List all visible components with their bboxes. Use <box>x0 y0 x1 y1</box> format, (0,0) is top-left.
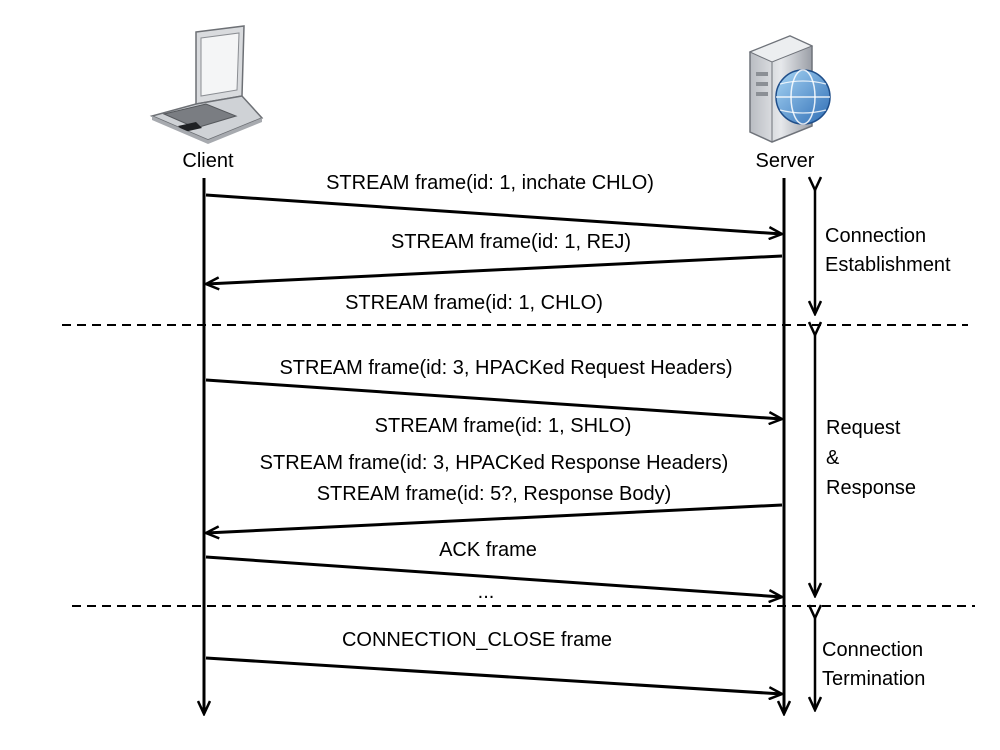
message-label: CONNECTION_CLOSE frame <box>342 629 612 651</box>
message-arrow-server-to-client <box>206 254 783 284</box>
server-label: Server <box>756 150 815 172</box>
message-label: STREAM frame(id: 3, HPACKed Request Head… <box>279 357 732 379</box>
message-arrow-client-to-server <box>205 193 782 234</box>
message-arrow-client-to-server <box>205 656 782 694</box>
client-label: Client <box>182 150 234 172</box>
message-arrow-client-to-server <box>205 555 782 597</box>
message-label: STREAM frame(id: 1, SHLO) <box>375 415 632 437</box>
message-label: STREAM frame(id: 3, HPACKed Response Hea… <box>260 452 729 474</box>
laptop-icon <box>149 25 264 144</box>
message-arrow-server-to-client <box>206 503 783 533</box>
message-arrow-client-to-server <box>205 378 782 419</box>
phase-label: Response <box>826 477 916 499</box>
message-label: STREAM frame(id: 5?, Response Body) <box>317 483 672 505</box>
phase-label: Connection <box>822 639 923 661</box>
phase-label: Connection <box>825 225 926 247</box>
message-label: STREAM frame(id: 1, REJ) <box>391 231 631 253</box>
phase-label: Request <box>826 417 901 439</box>
web-server-icon <box>748 35 831 143</box>
phase-label: Establishment <box>825 254 951 276</box>
message-label: ACK frame <box>439 539 537 561</box>
phase-label: Termination <box>822 668 925 690</box>
message-label: STREAM frame(id: 1, CHLO) <box>345 292 603 314</box>
message-label: ... <box>478 581 495 603</box>
phase-label: & <box>826 447 840 469</box>
message-label: STREAM frame(id: 1, inchate CHLO) <box>326 172 654 194</box>
